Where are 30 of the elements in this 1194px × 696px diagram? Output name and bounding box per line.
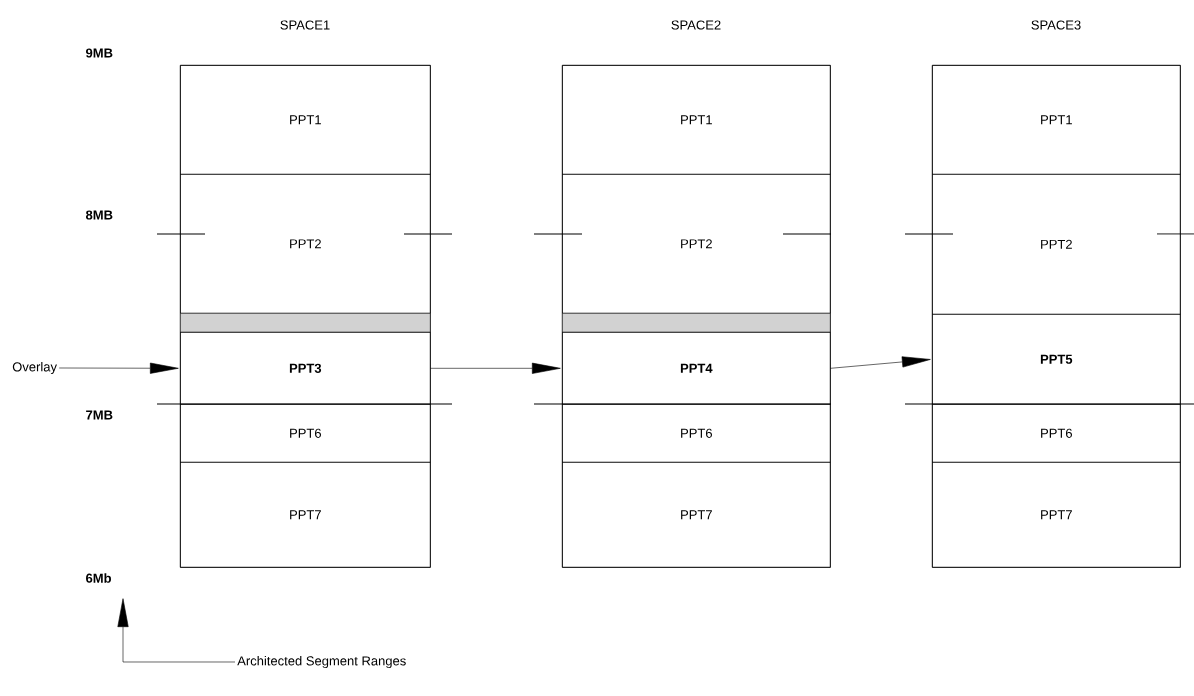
- segment-band: PPT1: [932, 65, 1181, 175]
- segment-band: PPT2: [562, 174, 831, 314]
- column-heading: SPACE1: [280, 20, 330, 30]
- segment-band: PPT6: [562, 404, 831, 463]
- segment-band: PPT5: [932, 314, 1181, 405]
- address-label: 7MB: [86, 410, 113, 420]
- arrow: [830, 356, 931, 369]
- segment-band: PPT7: [932, 462, 1181, 568]
- arrow: [58, 362, 179, 374]
- address-label: 9MB: [86, 48, 113, 58]
- side-label: Overlay: [12, 361, 57, 375]
- segment-band: PPT1: [180, 65, 431, 175]
- overlay-bar: [180, 313, 431, 333]
- overlay-bar: [562, 313, 831, 333]
- segment-band: PPT3: [180, 332, 431, 405]
- segment-band: PPT1: [562, 65, 831, 175]
- segment-band: PPT2: [932, 174, 1181, 315]
- segment-band: PPT7: [180, 462, 431, 568]
- segment-band: PPT6: [180, 404, 431, 463]
- segment-band: PPT6: [932, 404, 1181, 463]
- address-label: 6Mb: [86, 573, 111, 583]
- column-heading: SPACE3: [1031, 20, 1081, 30]
- side-label: Architected Segment Ranges: [237, 655, 406, 669]
- segment-band: PPT7: [562, 462, 831, 568]
- column-heading: SPACE2: [671, 20, 721, 30]
- arrow: [117, 598, 236, 663]
- arrow: [430, 362, 561, 374]
- address-label: 8MB: [85, 210, 113, 220]
- segment-band: PPT4: [562, 332, 831, 405]
- segment-band: PPT2: [180, 174, 431, 314]
